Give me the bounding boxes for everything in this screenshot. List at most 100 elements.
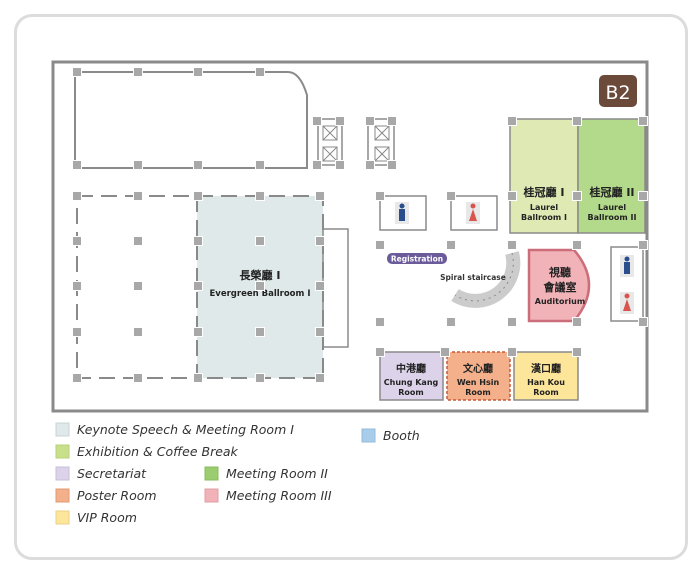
pillar — [446, 317, 456, 327]
legend-swatch — [55, 488, 70, 503]
hankou-name-en-2: Room — [533, 388, 559, 397]
laurel2-name-en-2: Ballroom II — [588, 213, 637, 222]
pillar — [72, 373, 82, 383]
pillar — [375, 317, 385, 327]
pillar — [72, 191, 82, 201]
laurel1-name-en-2: Ballroom I — [521, 213, 567, 222]
registration-label: Registration — [391, 255, 443, 264]
wen-hsin-room[interactable] — [446, 351, 511, 401]
pillar — [365, 116, 375, 126]
laurel-ballroom-2[interactable] — [577, 118, 646, 234]
wenhsin-name-en-1: Wen Hsin — [457, 378, 500, 387]
pillar — [572, 116, 582, 126]
pillar — [375, 191, 385, 201]
legend-label: Meeting Room III — [226, 488, 332, 503]
pillar — [315, 281, 325, 291]
chung-kang-room[interactable] — [379, 351, 444, 401]
restroom-female-box — [450, 195, 498, 231]
pillar — [507, 317, 517, 327]
pillar — [72, 67, 82, 77]
pillar — [440, 347, 450, 357]
pillar — [133, 67, 143, 77]
legend: Keynote Speech & Meeting Room I Exhibiti… — [55, 422, 420, 525]
pillar — [507, 191, 517, 201]
pillar — [255, 236, 265, 246]
chungkang-name-en-1: Chung Kang — [384, 378, 439, 387]
pillar — [133, 281, 143, 291]
legend-swatch — [55, 444, 70, 459]
pillar — [507, 240, 517, 250]
legend-label: VIP Room — [77, 510, 137, 525]
laurel-ballroom-1[interactable] — [509, 118, 579, 234]
pillar — [193, 327, 203, 337]
laurel2-name-en-1: Laurel — [598, 203, 627, 212]
pillar — [312, 116, 322, 126]
woman-restroom-icon — [466, 202, 480, 224]
pillar — [193, 160, 203, 170]
pillar — [638, 317, 648, 327]
legend-swatch — [55, 466, 70, 481]
legend-label: Exhibition & Coffee Break — [77, 444, 239, 459]
chungkang-name-zh: 中港廳 — [396, 362, 426, 375]
legend-label: Booth — [383, 428, 420, 443]
man-restroom-icon — [620, 255, 634, 277]
pillar-group — [72, 67, 648, 383]
pillar — [375, 240, 385, 250]
pillar — [315, 236, 325, 246]
legend-swatch — [361, 428, 376, 443]
pillar — [315, 327, 325, 337]
spiral-staircase-icon — [451, 251, 521, 308]
registration-badge — [387, 253, 447, 264]
pillar — [193, 236, 203, 246]
chungkang-name-en-2: Room — [398, 388, 424, 397]
elevator-group — [317, 118, 395, 166]
evergreen-name-en: Evergreen Ballroom I — [209, 289, 310, 299]
pillar — [315, 373, 325, 383]
pillar — [335, 160, 345, 170]
pillar — [315, 191, 325, 201]
pillar — [133, 236, 143, 246]
pillar — [387, 116, 397, 126]
pillar — [312, 160, 322, 170]
legend-label: Secretariat — [77, 466, 147, 481]
spiral-staircase-label: Spiral staircase — [440, 273, 506, 282]
pillar — [193, 281, 203, 291]
pillar — [255, 327, 265, 337]
pillar — [255, 160, 265, 170]
auditorium-name-zh-2: 會議室 — [544, 280, 577, 294]
floor-badge — [599, 75, 637, 107]
hankou-name-en-1: Han Kou — [527, 378, 565, 387]
laurel2-name-zh: 桂冠廳 II — [588, 185, 634, 199]
pillar — [255, 281, 265, 291]
hankou-name-zh: 漢口廳 — [531, 362, 561, 375]
pillar — [193, 373, 203, 383]
laurel1-name-zh: 桂冠廳 I — [523, 185, 565, 199]
pillar — [572, 317, 582, 327]
restroom-male-box — [379, 195, 427, 231]
top-left-block — [74, 71, 308, 169]
pillar — [193, 67, 203, 77]
auditorium-name-en: Auditorium — [535, 297, 585, 306]
wenhsin-name-en-2: Room — [465, 388, 491, 397]
legend-label: Meeting Room II — [226, 466, 328, 481]
pillar — [133, 373, 143, 383]
legend-swatch — [204, 488, 219, 503]
pillar — [133, 327, 143, 337]
evergreen-name-zh: 長榮廳 I — [240, 268, 281, 282]
pillar — [446, 240, 456, 250]
pillar — [638, 116, 648, 126]
elevator-icon — [322, 125, 390, 162]
pillar — [193, 191, 203, 201]
woman-restroom-icon — [620, 292, 634, 314]
pillar — [255, 373, 265, 383]
pillar — [72, 327, 82, 337]
pillar — [572, 347, 582, 357]
pillar — [638, 240, 648, 250]
han-kou-room[interactable] — [513, 351, 579, 401]
pillar — [387, 160, 397, 170]
pillar — [72, 236, 82, 246]
legend-swatch — [204, 466, 219, 481]
floor-badge-label: B2 — [605, 82, 630, 104]
pillar — [72, 160, 82, 170]
